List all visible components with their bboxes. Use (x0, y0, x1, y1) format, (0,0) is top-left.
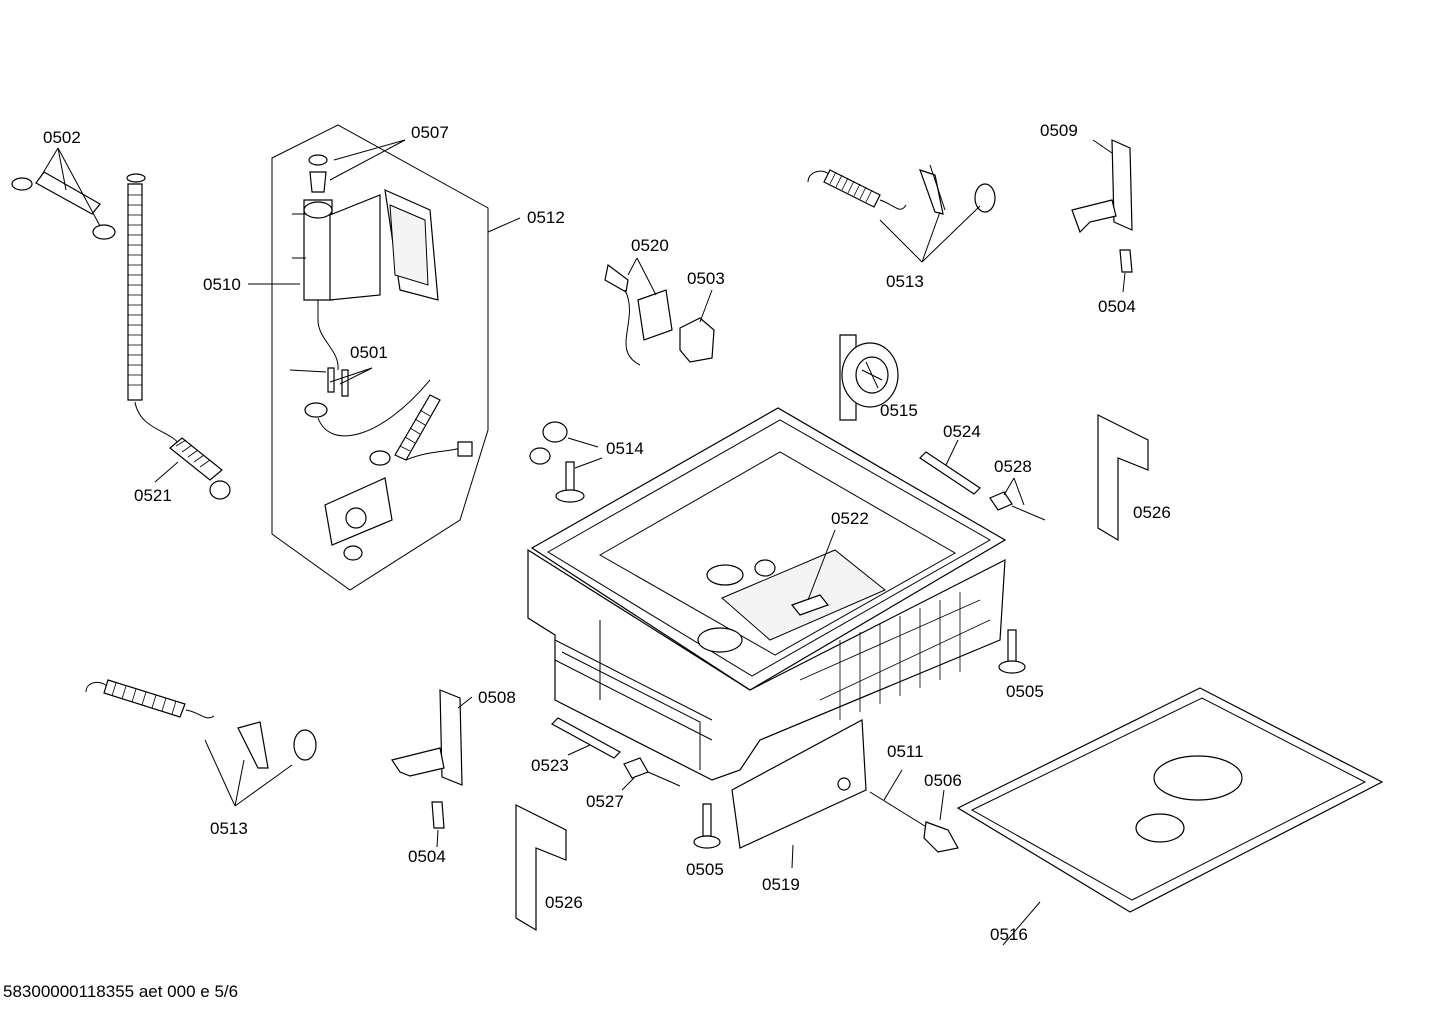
label-0505-right: 0505 (1006, 682, 1044, 701)
label-0524: 0524 (943, 422, 981, 441)
label-0510: 0510 (203, 275, 241, 294)
part-0502-pipe-clamps (11, 147, 116, 240)
part-bracket-lower (324, 477, 393, 561)
part-0520-harness (604, 257, 673, 366)
part-0509-hinge-bracket (1071, 139, 1133, 293)
part-0526-lplate-bottom (515, 804, 567, 932)
label-0508: 0508 (478, 688, 516, 707)
part-0514-gears (529, 421, 603, 503)
part-0523-rail (551, 717, 621, 759)
label-0527: 0527 (586, 792, 624, 811)
label-0501: 0501 (350, 343, 388, 362)
label-0503: 0503 (687, 269, 725, 288)
part-0526-lplate-right (1097, 414, 1149, 542)
label-0512: 0512 (527, 208, 565, 227)
label-0515: 0515 (880, 401, 918, 420)
part-0524-rail (919, 439, 981, 495)
label-0504-top: 0504 (1098, 297, 1136, 316)
label-0521: 0521 (134, 486, 172, 505)
label-0505-bottom: 0505 (686, 860, 724, 879)
part-0521-drain-hose (126, 173, 231, 500)
part-0505-screw-bottom (693, 803, 721, 849)
label-0522: 0522 (831, 509, 869, 528)
part-0513-spring-bottom (85, 679, 317, 807)
part-0513-spring-top (807, 164, 996, 263)
label-0513-bottom: 0513 (210, 819, 248, 838)
part-0522-float (791, 529, 836, 616)
document-footer-code: 58300000118355 aet 000 e 5/6 (3, 982, 239, 1001)
part-0505-screw-right (998, 629, 1026, 674)
part-0527-switch (621, 757, 681, 791)
label-0516: 0516 (990, 925, 1028, 944)
part-0506-plug (869, 769, 959, 853)
part-0512-assembly-outline (271, 124, 521, 591)
part-0507-caps (308, 139, 406, 193)
part-0508-hinge-bracket (391, 689, 473, 848)
label-0509: 0509 (1040, 121, 1078, 140)
part-0510-valve (248, 189, 439, 418)
label-0504-bottom: 0504 (408, 847, 446, 866)
label-0528: 0528 (994, 457, 1032, 476)
label-0507: 0507 (411, 123, 449, 142)
label-0526-right: 0526 (1133, 503, 1171, 522)
part-0501-connectors (289, 367, 473, 466)
part-0515-pump (839, 334, 899, 421)
label-0514: 0514 (606, 439, 644, 458)
label-0506: 0506 (924, 771, 962, 790)
part-0503-module (679, 289, 715, 363)
label-0511: 0511 (887, 742, 924, 761)
label-0513-top: 0513 (886, 272, 924, 291)
label-0523: 0523 (531, 756, 569, 775)
part-0528-switch (989, 477, 1046, 521)
label-0526-bottom: 0526 (545, 893, 583, 912)
label-0502: 0502 (43, 128, 81, 147)
part-base-frame (527, 407, 1007, 781)
label-0520: 0520 (631, 236, 669, 255)
part-labels: 0502 0507 0512 0510 0501 0521 0520 0503 … (43, 121, 1171, 944)
part-0516-base-pan (956, 687, 1384, 946)
label-0519: 0519 (762, 875, 800, 894)
part-0519-cover-plate (731, 719, 867, 869)
